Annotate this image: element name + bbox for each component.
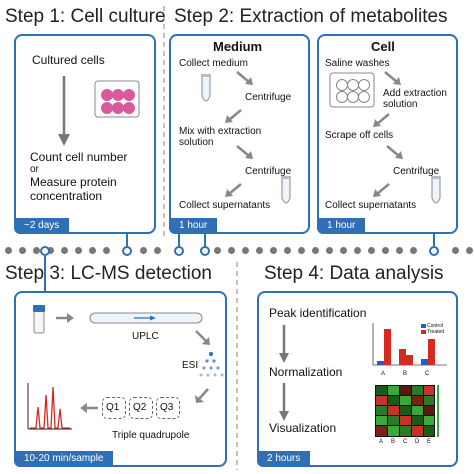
measure-protein-label: Measure protein (30, 175, 117, 189)
q1-label: Q1 (106, 402, 120, 413)
q2-box: Q2 (129, 397, 153, 419)
bar-b-control (399, 349, 406, 365)
tube-icon (281, 176, 291, 204)
legend-control: Control (427, 323, 444, 329)
step4-title: Step 4: Data analysis (264, 263, 444, 284)
saline-washes-label: Saline washes (325, 58, 390, 69)
cell-duration-badge: 1 hour (317, 218, 366, 234)
vial-icon (33, 305, 45, 334)
bar-c-treated (428, 339, 435, 365)
cell-collect-supernatants-label: Collect supernatants (325, 200, 417, 211)
mix-extraction-label: Mix with extraction (179, 126, 262, 137)
step1-panel: Cultured cells Count cell number or Meas… (14, 34, 156, 234)
step4-panel: Peak identification Normalization Visual… (257, 291, 458, 467)
legend-treated: Treated (427, 329, 445, 335)
triple-quadrupole-label: Triple quadrupole (112, 430, 190, 441)
add-extraction-label: Add extraction (383, 88, 447, 99)
heat-col-a: A (379, 439, 384, 445)
well-plate-icon (94, 80, 140, 118)
q2-label: Q2 (133, 402, 147, 413)
step3-connector (44, 256, 46, 291)
heat-col-b: B (391, 439, 396, 445)
medium-header: Medium (213, 39, 263, 54)
step1-connector (126, 234, 128, 246)
step3-panel: UPLC ESI Q1 Q2 Q3 Triple quadrupole 10-2… (14, 291, 227, 467)
or-label: or (30, 164, 39, 175)
cell-centrifuge-label: Centrifuge (393, 166, 440, 177)
visualization-label: Visualization (269, 421, 337, 435)
medium-connector (178, 234, 180, 246)
well-plate-icon (329, 72, 375, 108)
medium-timeline-node (174, 246, 184, 256)
arrow-icon (384, 71, 401, 85)
step3-title: Step 3: LC-MS detection (5, 263, 212, 284)
step1-timeline-node (122, 246, 132, 256)
heat-col-d: D (415, 439, 420, 445)
heatmap (375, 385, 439, 437)
tube-icon (201, 74, 211, 102)
vertical-divider (163, 6, 238, 470)
step2-start-connector (204, 234, 206, 246)
bar-c-control (421, 359, 428, 365)
q3-box: Q3 (156, 397, 180, 419)
arrow-icon (195, 330, 210, 345)
esi-label: ESI (182, 360, 199, 371)
bar-a-treated (384, 329, 391, 365)
mix-solution-label: solution (179, 137, 214, 148)
step4-duration-badge: 2 hours (257, 451, 311, 467)
cell-timeline-node (429, 246, 439, 256)
arrow-icon (195, 388, 209, 403)
down-arrow-icon (279, 325, 289, 363)
cultured-cells-label: Cultured cells (32, 53, 105, 67)
bar-cat-b: B (403, 371, 408, 377)
arrow-icon (373, 113, 390, 127)
uplc-column-icon (89, 312, 203, 324)
heat-col-c: C (403, 439, 408, 445)
concentration-label: concentration (30, 189, 103, 203)
step1-title: Step 1: Cell culture (5, 6, 166, 27)
centrifuge2-label: Centrifuge (245, 166, 292, 177)
medium-panel: Medium Collect medium Centrifuge Mix wit… (169, 34, 310, 234)
bar-a-control (377, 361, 384, 365)
heat-col-e: E (427, 439, 432, 445)
count-cell-label: Count cell number (30, 150, 128, 164)
normalization-label: Normalization (269, 365, 343, 379)
down-arrow-icon (58, 76, 70, 146)
uplc-label: UPLC (132, 331, 159, 342)
cell-connector (433, 234, 435, 246)
peak-identification-label: Peak identification (269, 306, 367, 320)
arrow-icon (225, 183, 242, 197)
step2-title: Step 2: Extraction of metabolites (174, 6, 448, 27)
down-arrow-icon (279, 383, 289, 421)
bar-cat-c: C (425, 371, 430, 377)
step2-start-timeline-node (200, 246, 210, 256)
arrow-icon (373, 183, 390, 197)
add-solution-label: solution (383, 99, 418, 110)
timeline (0, 245, 474, 257)
bar-b-treated (406, 355, 413, 365)
q3-label: Q3 (160, 402, 174, 413)
cell-panel: Cell Saline washes Add extraction soluti… (317, 34, 458, 234)
tube-icon (431, 176, 441, 204)
arrow-icon (236, 145, 253, 159)
bar-cat-a: A (381, 371, 386, 377)
collect-supernatants-label: Collect supernatants (179, 200, 271, 211)
arrow-icon (236, 71, 253, 85)
cell-header: Cell (371, 39, 395, 54)
q1-box: Q1 (102, 397, 126, 419)
centrifuge1-label: Centrifuge (245, 92, 292, 103)
mini-bar-chart (372, 323, 447, 366)
arrow-icon (80, 403, 98, 413)
arrow-icon (386, 145, 403, 159)
collect-medium-label: Collect medium (179, 58, 248, 69)
step3-duration-badge: 10-20 min/sample (14, 451, 114, 467)
arrow-icon (56, 313, 74, 323)
chromatogram-icon (27, 383, 72, 430)
arrow-icon (225, 109, 242, 123)
scrape-cells-label: Scrape off cells (325, 130, 394, 141)
esi-spray-icon (199, 352, 224, 377)
step3-timeline-node (40, 246, 50, 256)
step1-duration-badge: ~2 days (14, 218, 70, 234)
medium-duration-badge: 1 hour (169, 218, 218, 234)
